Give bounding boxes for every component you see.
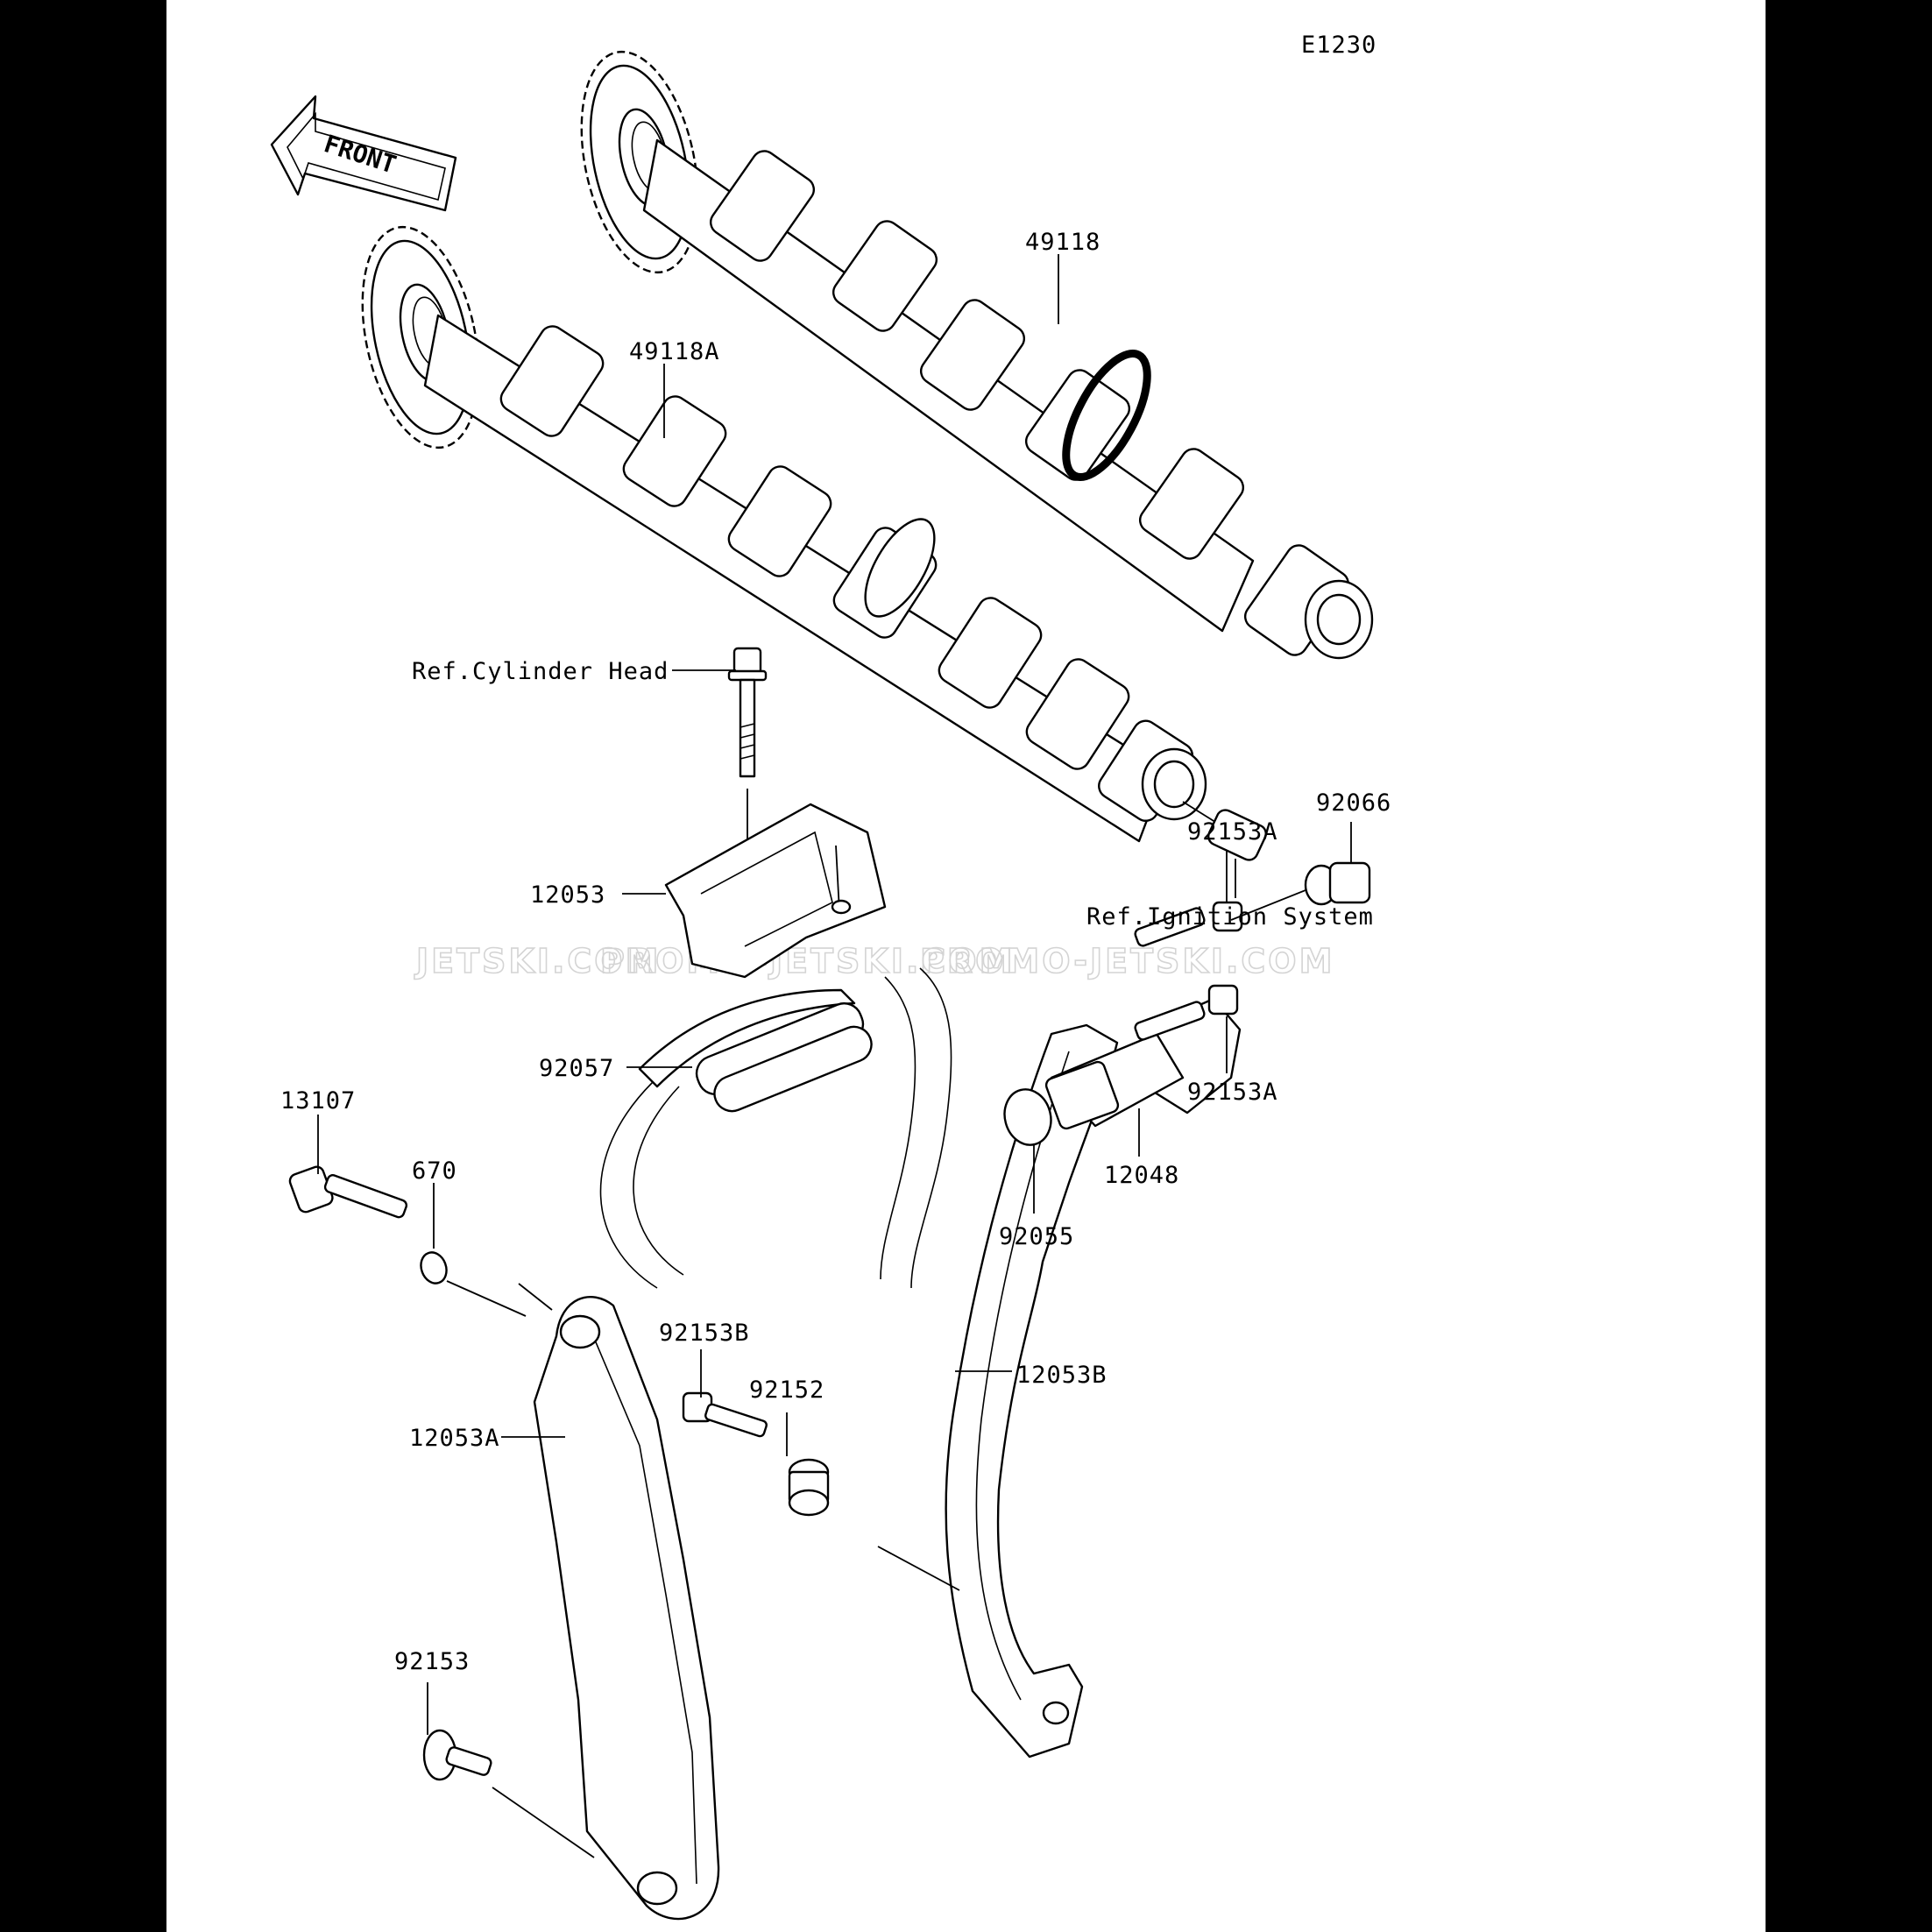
label-12053: 12053 (530, 881, 605, 909)
label-670: 670 (412, 1157, 457, 1185)
diagram-code: E1230 (1301, 32, 1376, 59)
bolt-92153A-upper (1134, 884, 1320, 947)
ignition-pin (1182, 801, 1267, 898)
chain-guide-left (518, 1283, 720, 1921)
label-12053A: 12053A (409, 1425, 500, 1452)
oring-670 (420, 1251, 448, 1284)
chain-guide-right (877, 1023, 1119, 1759)
watermark: JETSKI.COM (414, 942, 661, 980)
collar-92152 (788, 1458, 830, 1517)
oring-92055 (1003, 1088, 1052, 1146)
label-92153A-lower: 92153A (1187, 1079, 1278, 1106)
plug-92066 (1304, 861, 1371, 906)
label-92057: 92057 (539, 1055, 614, 1082)
label-ref-cylinder-head: Ref.Cylinder Head (412, 658, 669, 685)
label-ref-ignition-system: Ref.Ignition System (1086, 903, 1374, 931)
label-92153: 92153 (394, 1648, 470, 1675)
timing-chain (599, 967, 952, 1289)
label-92152: 92152 (749, 1376, 824, 1404)
label-49118A: 49118A (629, 338, 720, 365)
front-arrow-icon: FRONT (270, 95, 457, 212)
label-12053B: 12053B (1016, 1362, 1108, 1389)
bolt-13107 (288, 1165, 527, 1317)
leader-lines (317, 254, 1352, 1735)
bolt-92153B (682, 1391, 768, 1438)
label-92153B: 92153B (659, 1320, 750, 1347)
label-13107: 13107 (280, 1087, 356, 1115)
label-12048: 12048 (1104, 1162, 1179, 1189)
diagram-sheet: E1230 FRONT JETSKI.COM PROMO-JETSKI.COM … (166, 0, 1766, 1932)
camshaft-lower (361, 225, 1207, 843)
label-92153A-upper: 92153A (1187, 818, 1278, 846)
parts-diagram: E1230 FRONT JETSKI.COM PROMO-JETSKI.COM … (270, 32, 1391, 1921)
label-92066: 92066 (1316, 789, 1391, 817)
cylinder-head-bolt (727, 647, 768, 946)
camshaft-upper (580, 50, 1374, 660)
label-49118: 49118 (1025, 229, 1100, 256)
bolt-92153 (422, 1729, 595, 1858)
watermark: PROMO-JETSKI.COM (920, 942, 1334, 980)
bolt-92153A-lower (1134, 984, 1239, 1041)
label-92055: 92055 (999, 1223, 1074, 1250)
watermark: PROMO-JETSKI.COM (600, 942, 1015, 980)
chain-guide-top (664, 803, 887, 979)
